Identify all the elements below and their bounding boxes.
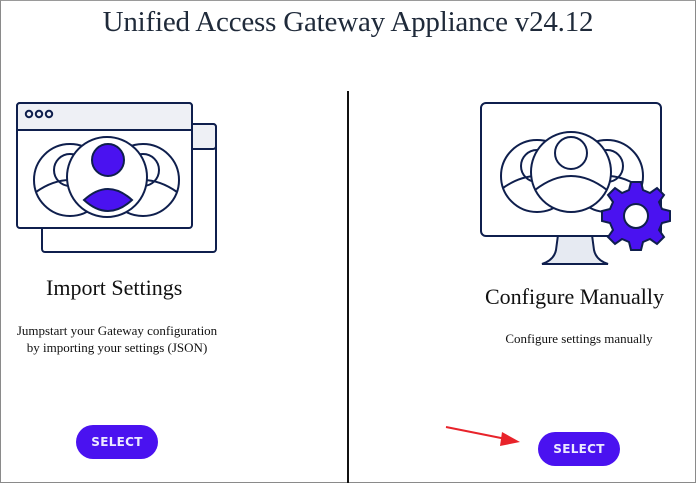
import-settings-select-button[interactable]: SELECT [76, 425, 158, 459]
page-title: Unified Access Gateway Appliance v24.12 [102, 6, 594, 38]
panel-divider [347, 91, 349, 483]
import-settings-description: Jumpstart your Gateway configuration by … [0, 322, 234, 356]
configure-manually-heading: Configure Manually [485, 284, 665, 309]
gear-icon [601, 181, 671, 251]
browser-window-users-icon [16, 102, 217, 253]
description-line: Jumpstart your Gateway configuration [16, 323, 218, 338]
red-arrow-icon [445, 426, 520, 446]
configure-manually-panel: Configure Manually Configure settings ma… [349, 90, 696, 483]
description-line: by importing your settings (JSON) [26, 340, 208, 355]
configure-manually-description: Configure settings manually [469, 330, 689, 347]
monitor-users-gear-icon [480, 102, 671, 265]
description-line: Configure settings manually [505, 331, 653, 346]
import-settings-heading: Import Settings [46, 275, 183, 300]
import-settings-panel: Import Settings Jumpstart your Gateway c… [0, 90, 347, 483]
configure-manually-select-button[interactable]: SELECT [538, 432, 620, 466]
